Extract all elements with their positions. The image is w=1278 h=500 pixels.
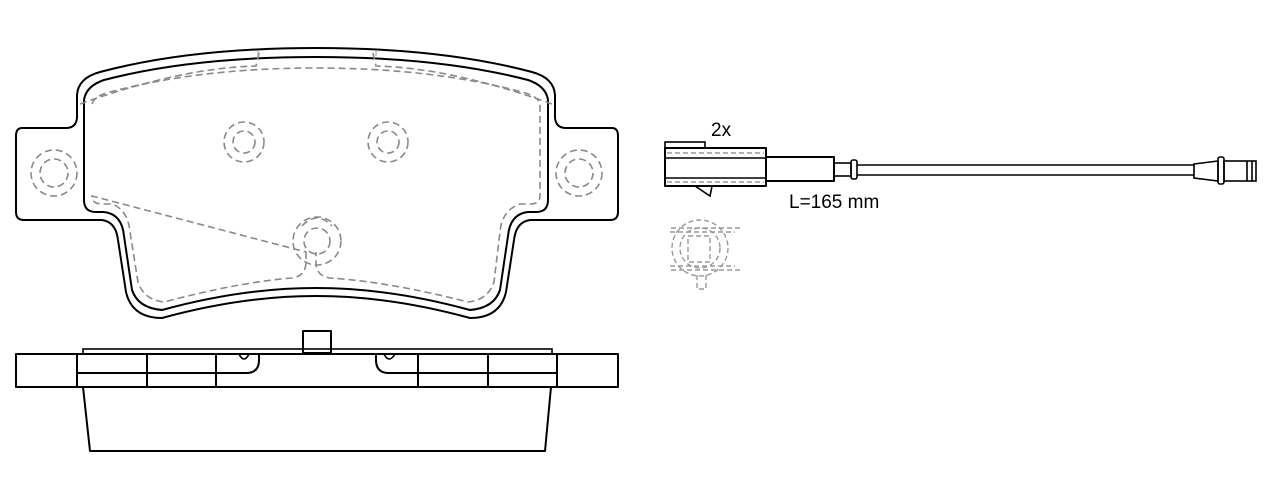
probe-taper [1193,160,1219,182]
backing-plate-side [15,353,619,388]
notch-right [375,354,418,374]
chamfer-hidden-line-right [371,49,553,105]
probe-ring [1217,156,1225,185]
left-ear-hole-icon [30,149,78,197]
friction-material-outline [83,56,549,311]
backing-plate-outline [15,47,619,319]
notch-dimple-left [238,353,250,360]
connector-latch [694,185,713,198]
sleeve-ring [850,159,858,180]
probe-tip [1223,160,1257,182]
quantity-label: 2x [711,120,732,141]
sensor-clip-hidden-view [670,219,740,290]
friction-block-side [82,386,552,452]
pad-front-view [15,47,619,319]
rivet-hole-left-icon [223,121,265,163]
right-ear-hole-icon [555,149,603,197]
sensor-pocket-hole-icon [292,216,342,266]
friction-hidden-edge [91,67,541,303]
sleeve-collar [833,162,852,177]
notch-dimple-right [383,353,396,360]
wear-sensor: 2x L=165 mm [664,120,1257,290]
length-label: L=165 mm [789,192,879,213]
pad-side-view [15,330,619,452]
rivet-hole-right-icon [367,121,409,163]
notch-left [216,354,260,374]
cable-sleeve [765,156,835,182]
